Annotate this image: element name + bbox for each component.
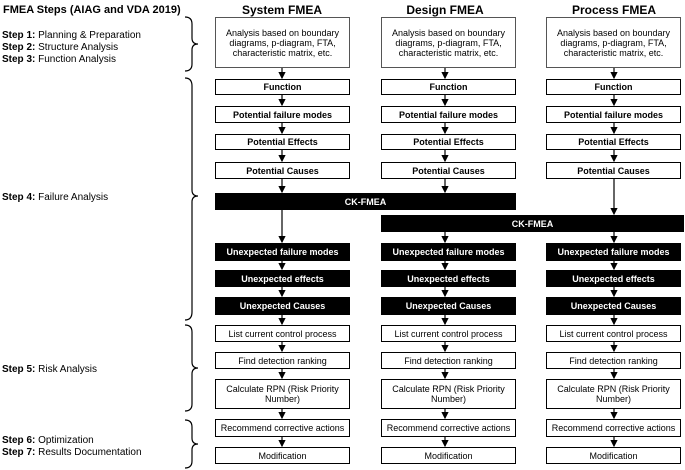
step-7-label: Step 7: Results Documentation: [2, 447, 142, 458]
system-corrective-box: Recommend corrective actions: [215, 419, 350, 437]
brace-steps-6-7: [184, 419, 199, 469]
design-modification-box: Modification: [381, 447, 516, 464]
system-rpn-box: Calculate RPN (Risk Priority Number): [215, 379, 350, 409]
brace-step-4: [184, 77, 199, 321]
process-effects-box: Potential Effects: [546, 134, 681, 150]
step-4-label: Step 4: Failure Analysis: [2, 192, 109, 203]
design-unexpected-causes-box: Unexpected Causes: [381, 297, 516, 315]
column-header-process: Process FMEA: [571, 3, 657, 17]
process-list-control-box: List current control process: [546, 325, 681, 342]
design-list-control-box: List current control process: [381, 325, 516, 342]
system-effects-box: Potential Effects: [215, 134, 350, 150]
process-unexpected-causes-box: Unexpected Causes: [546, 297, 681, 315]
process-detection-box: Find detection ranking: [546, 352, 681, 369]
design-analysis-box: Analysis based on boundary diagrams, p-d…: [381, 17, 516, 68]
process-rpn-box: Calculate RPN (Risk Priority Number): [546, 379, 681, 409]
design-function-box: Function: [381, 79, 516, 95]
process-unexpected-effects-box: Unexpected effects: [546, 270, 681, 287]
system-analysis-box: Analysis based on boundary diagrams, p-d…: [215, 17, 350, 68]
process-analysis-box: Analysis based on boundary diagrams, p-d…: [546, 17, 681, 68]
system-unexpected-modes-box: Unexpected failure modes: [215, 243, 350, 261]
brace-steps-1-3: [184, 16, 199, 72]
design-detection-box: Find detection ranking: [381, 352, 516, 369]
process-modification-box: Modification: [546, 447, 681, 464]
design-unexpected-effects-box: Unexpected effects: [381, 270, 516, 287]
system-list-control-box: List current control process: [215, 325, 350, 342]
step-2-label: Step 2: Structure Analysis: [2, 42, 119, 53]
system-function-box: Function: [215, 79, 350, 95]
column-header-design: Design FMEA: [406, 3, 484, 17]
step-1-label: Step 1: Planning & Preparation: [2, 30, 141, 41]
design-unexpected-modes-box: Unexpected failure modes: [381, 243, 516, 261]
system-unexpected-effects-box: Unexpected effects: [215, 270, 350, 287]
system-unexpected-causes-box: Unexpected Causes: [215, 297, 350, 315]
step-3-label: Step 3: Function Analysis: [2, 54, 116, 65]
column-header-system: System FMEA: [241, 3, 323, 17]
design-failure-modes-box: Potential failure modes: [381, 106, 516, 123]
brace-step-5: [184, 324, 199, 412]
process-causes-box: Potential Causes: [546, 162, 681, 179]
design-corrective-box: Recommend corrective actions: [381, 419, 516, 437]
ck-fmea-bar-1: CK-FMEA: [215, 193, 516, 210]
design-causes-box: Potential Causes: [381, 162, 516, 179]
process-function-box: Function: [546, 79, 681, 95]
system-modification-box: Modification: [215, 447, 350, 464]
system-failure-modes-box: Potential failure modes: [215, 106, 350, 123]
design-effects-box: Potential Effects: [381, 134, 516, 150]
system-detection-box: Find detection ranking: [215, 352, 350, 369]
system-causes-box: Potential Causes: [215, 162, 350, 179]
process-failure-modes-box: Potential failure modes: [546, 106, 681, 123]
diagram-title: FMEA Steps (AIAG and VDA 2019): [3, 4, 181, 16]
process-corrective-box: Recommend corrective actions: [546, 419, 681, 437]
ck-fmea-bar-2: CK-FMEA: [381, 215, 684, 232]
step-5-label: Step 5: Risk Analysis: [2, 364, 98, 375]
design-rpn-box: Calculate RPN (Risk Priority Number): [381, 379, 516, 409]
step-6-label: Step 6: Optimization: [2, 435, 94, 446]
process-unexpected-modes-box: Unexpected failure modes: [546, 243, 681, 261]
